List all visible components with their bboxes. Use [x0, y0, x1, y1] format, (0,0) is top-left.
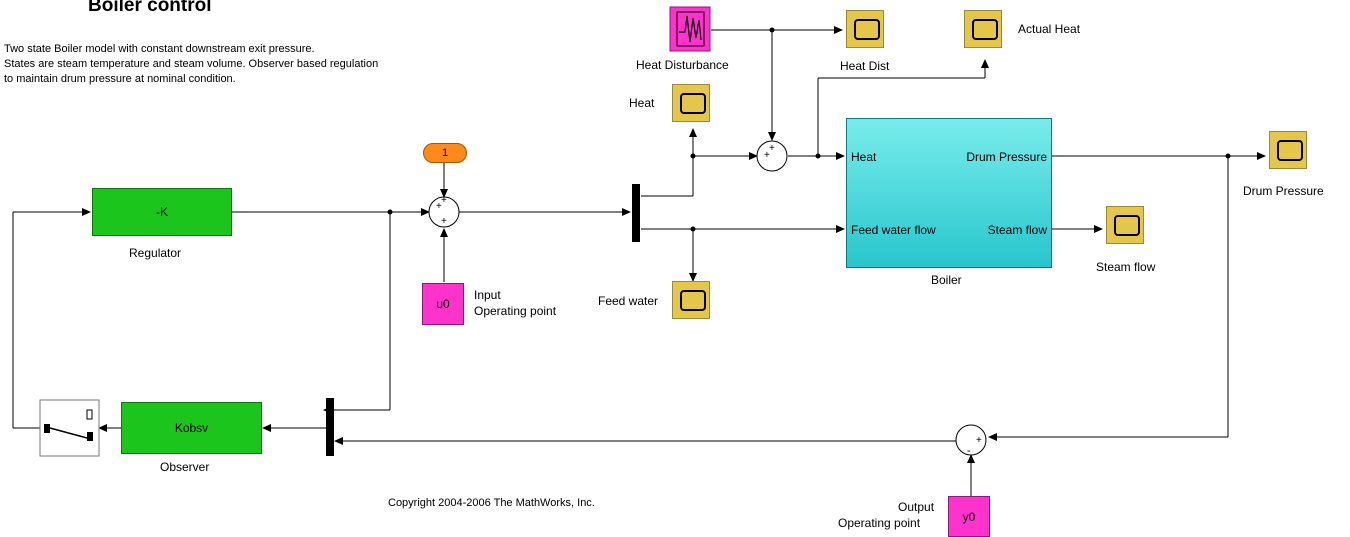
- switch-block[interactable]: [39, 399, 100, 457]
- u0-label-line1: Input: [474, 288, 501, 302]
- heat-disturbance-signal-icon: [669, 6, 711, 52]
- demux-block[interactable]: [632, 184, 640, 242]
- y0-constant-block[interactable]: y0: [948, 496, 990, 537]
- scope-screen-icon: [1277, 140, 1303, 161]
- scope-screen-icon: [854, 19, 880, 40]
- boiler-label: Boiler: [931, 273, 962, 287]
- svg-text:+: +: [764, 150, 770, 161]
- svg-text:-: -: [967, 445, 971, 457]
- sum-block-heat[interactable]: + +: [756, 140, 788, 172]
- sum-block-input[interactable]: + + +: [428, 195, 460, 228]
- scope-screen-icon: [1114, 215, 1140, 236]
- scope-heat-dist[interactable]: [846, 10, 884, 48]
- regulator-label: Regulator: [129, 246, 182, 260]
- description-line-1: Two state Boiler model with constant dow…: [4, 43, 315, 55]
- scope-steam-flow-label: Steam flow: [1096, 260, 1156, 274]
- junction-dot: [690, 153, 696, 159]
- boiler-subsystem-block[interactable]: Heat Feed water flow Drum Pressure Steam…: [846, 118, 1052, 268]
- mux-block[interactable]: [326, 398, 334, 456]
- u0-constant-block[interactable]: u0: [422, 283, 464, 325]
- scope-feed-water[interactable]: [672, 281, 710, 319]
- observer-gain-block[interactable]: Kobsv: [121, 402, 262, 454]
- boiler-port-heat: Heat: [851, 150, 877, 164]
- scope-actual-heat-label: Actual Heat: [1018, 22, 1081, 36]
- scope-feed-water-label: Feed water: [598, 294, 659, 308]
- junction-dot: [815, 153, 821, 159]
- sum-block-output[interactable]: + -: [955, 424, 987, 457]
- page-title: Boiler control: [88, 0, 212, 16]
- svg-text:+: +: [436, 201, 442, 212]
- boiler-port-feed-water-flow: Feed water flow: [851, 223, 936, 237]
- scope-drum-pressure[interactable]: [1269, 131, 1307, 169]
- junction-dot: [1225, 153, 1231, 159]
- junction-dot: [690, 226, 696, 232]
- inport-1[interactable]: 1: [423, 143, 467, 163]
- scope-screen-icon: [680, 93, 706, 114]
- svg-text:+: +: [441, 195, 447, 206]
- scope-heat[interactable]: [672, 84, 710, 122]
- scope-drum-pressure-label: Drum Pressure: [1243, 184, 1324, 198]
- description-line-3: to maintain drum pressure at nominal con…: [4, 73, 236, 85]
- y0-label-line2: Operating point: [838, 516, 921, 530]
- observer-label: Observer: [160, 460, 210, 474]
- boiler-port-steam-flow: Steam flow: [987, 223, 1047, 237]
- heat-disturbance-label: Heat Disturbance: [636, 58, 729, 72]
- y0-label-line1: Output: [898, 500, 935, 514]
- description-line-2: States are steam temperature and steam v…: [4, 58, 379, 70]
- svg-text:+: +: [769, 143, 775, 154]
- scope-screen-icon: [680, 290, 706, 311]
- scope-screen-icon: [972, 19, 998, 40]
- regulator-gain-block[interactable]: -K: [92, 188, 232, 236]
- boiler-port-drum-pressure: Drum Pressure: [966, 150, 1047, 164]
- scope-actual-heat[interactable]: [964, 10, 1002, 48]
- junction-dot: [387, 209, 393, 215]
- copyright-text: Copyright 2004-2006 The MathWorks, Inc.: [388, 497, 595, 509]
- svg-text:+: +: [441, 216, 447, 227]
- u0-label-line2: Operating point: [474, 304, 557, 318]
- scope-heat-label: Heat: [629, 96, 655, 110]
- junction-dot: [769, 27, 775, 33]
- svg-text:+: +: [976, 435, 982, 446]
- scope-steam-flow[interactable]: [1106, 206, 1144, 244]
- scope-heat-dist-label: Heat Dist: [840, 59, 890, 73]
